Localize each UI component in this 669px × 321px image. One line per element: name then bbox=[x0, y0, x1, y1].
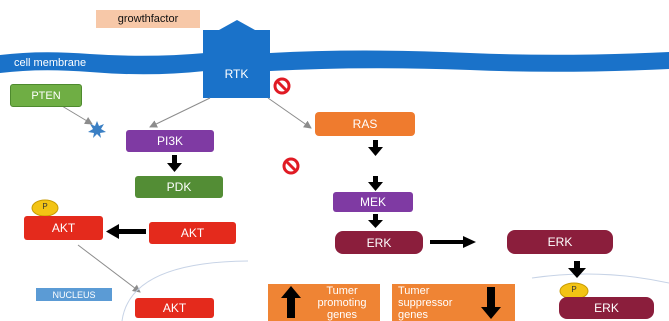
erk-to-erk-arrow bbox=[430, 236, 476, 248]
cell-membrane-band-right bbox=[270, 50, 669, 72]
inhibitor-icon-rtk bbox=[273, 77, 291, 95]
tumor-suppressor-genes-box: Tumer suppressor genes bbox=[392, 284, 515, 321]
pten-to-star-arrow bbox=[61, 105, 93, 125]
down-arrow-icon bbox=[481, 287, 501, 319]
nucleus-label: NUCLEUS bbox=[52, 289, 96, 300]
rtk-to-ras-arrow bbox=[267, 97, 312, 129]
erk-to-nucleus-arrow bbox=[568, 261, 586, 278]
rtk-ligand-notch bbox=[219, 20, 255, 42]
akt-node-left: AKT bbox=[24, 216, 103, 240]
erk-node-nucleus: ERK bbox=[559, 297, 654, 319]
inhibitor-icon-ras bbox=[282, 157, 300, 175]
phospho-akt-label: P bbox=[42, 202, 48, 211]
tumor-suppressor-label: Tumer suppressor genes bbox=[398, 285, 453, 321]
akt-nucleus-label: AKT bbox=[162, 301, 187, 315]
erk-right-label: ERK bbox=[547, 235, 573, 249]
tumor-promoting-label: Tumer promoting genes bbox=[317, 285, 367, 321]
erk-left-label: ERK bbox=[366, 235, 392, 250]
rtk-label: RTK bbox=[224, 67, 249, 81]
pten-label: PTEN bbox=[31, 89, 61, 102]
growth-factor-label: growthfactor bbox=[96, 10, 200, 28]
ras-label: RAS bbox=[352, 117, 378, 131]
pi3k-node: PI3K bbox=[126, 130, 214, 152]
pdk-node: PDK bbox=[135, 176, 223, 198]
nucleus-tag: NUCLEUS bbox=[36, 288, 112, 301]
akt-right-to-left-arrow bbox=[106, 224, 146, 239]
akt-left-label: AKT bbox=[51, 221, 76, 235]
nucleus-boundary-left bbox=[121, 260, 249, 321]
mek-label: MEK bbox=[359, 195, 386, 209]
akt-to-nucleus-arrow bbox=[77, 244, 141, 293]
rtk-to-pi3k-arrow bbox=[149, 97, 211, 128]
cell-membrane-label: cell membrane bbox=[14, 57, 87, 69]
ras-to-mek-arrow-2 bbox=[368, 176, 383, 191]
growth-factor-text: growthfactor bbox=[117, 13, 179, 25]
ras-node: RAS bbox=[315, 112, 415, 136]
erk-nucleus-label: ERK bbox=[594, 301, 619, 315]
erk-node-right: ERK bbox=[507, 230, 613, 254]
mek-node: MEK bbox=[333, 192, 413, 212]
pten-node: PTEN bbox=[10, 84, 82, 107]
nucleus-boundary-right bbox=[531, 273, 669, 284]
erk-node-left: ERK bbox=[335, 231, 423, 254]
pi3k-label: PI3K bbox=[156, 134, 183, 148]
pi3k-to-pdk-arrow bbox=[167, 155, 182, 172]
mek-to-erk-arrow bbox=[368, 214, 383, 228]
rtk-receptor-body bbox=[203, 52, 270, 98]
ras-to-mek-arrow-1 bbox=[368, 140, 383, 156]
cell-membrane-band bbox=[0, 52, 205, 75]
akt-node-right: AKT bbox=[149, 222, 236, 244]
phospho-erk-label: P bbox=[571, 285, 577, 294]
up-arrow-icon bbox=[281, 286, 301, 318]
pdk-label: PDK bbox=[166, 180, 192, 194]
akt-right-label: AKT bbox=[180, 226, 205, 240]
tumor-promoting-genes-box: Tumer promoting genes bbox=[268, 284, 380, 321]
akt-node-nucleus: AKT bbox=[135, 298, 214, 318]
pten-star-icon bbox=[88, 121, 106, 138]
